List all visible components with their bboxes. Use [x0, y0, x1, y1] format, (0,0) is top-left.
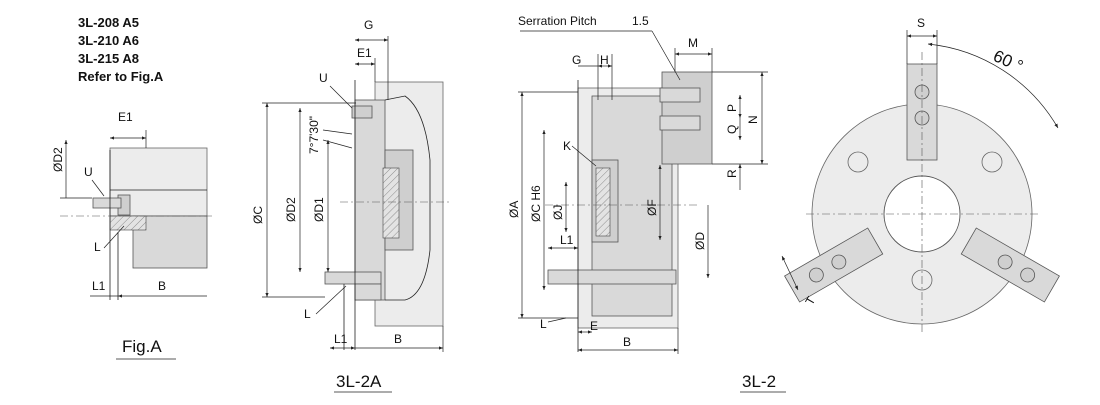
fig-a-section: [109, 215, 147, 231]
fig-a-l-label: L: [94, 240, 101, 254]
view-2a-l-label: L: [304, 307, 311, 321]
fig-a-e1-label: E1: [118, 110, 133, 124]
fig-a-d2-label: ØD2: [51, 147, 65, 172]
model-notes: 3L-208 A5 3L-210 A6 3L-215 A8 Refer to F…: [78, 15, 164, 84]
view-2-bolt: [547, 269, 677, 285]
view-2a-top-bolt: [351, 105, 373, 119]
view-2a-chuck: [354, 99, 386, 301]
view-3l-2a: G E1 U 7°7'30" ØC ØD2 ØD1 L L1 B 3L-2A: [251, 18, 450, 393]
view-2a-angle-label: 7°7'30": [307, 116, 321, 154]
view-2a-bolt: [324, 271, 382, 285]
model-note-2: 3L-210 A6: [78, 33, 139, 48]
serration-pitch-value: 1.5: [632, 14, 649, 28]
fig-a-u-label: U: [84, 165, 93, 179]
view-2-h-label: H: [600, 53, 609, 67]
fig-a-caption: Fig.A: [122, 337, 162, 356]
model-note-3: 3L-215 A8: [78, 51, 139, 66]
front-s-label: S: [917, 16, 925, 30]
view-2-n-label: N: [746, 115, 760, 124]
view-2-q-label: Q: [725, 125, 739, 134]
view-2a-d1-label: ØD1: [312, 197, 326, 222]
model-note-1: 3L-208 A5: [78, 15, 139, 30]
view-2-c-h6-label: ØC H6: [529, 185, 543, 222]
mount-hole-2: [981, 151, 1003, 173]
fig-a-l1-label: L1: [92, 279, 106, 293]
view-2-e-label: E: [590, 319, 598, 333]
view-2a-caption: 3L-2A: [336, 372, 382, 391]
view-2a-g-label: G: [364, 18, 373, 32]
view-2a-u-label: U: [319, 71, 328, 85]
serration-label: Serration Pitch: [518, 14, 597, 28]
view-2-p-label: P: [725, 104, 739, 112]
view-2a-c-label: ØC: [251, 206, 265, 224]
view-3l-2: Serration Pitch 1.5 G H M N P Q R K ØA Ø…: [507, 14, 786, 393]
refer-note: Refer to Fig.A: [78, 69, 164, 84]
view-2-caption: 3L-2: [742, 372, 776, 391]
view-2-g-label: G: [572, 53, 581, 67]
fig-a-b-label: B: [158, 279, 166, 293]
mount-hole-1: [847, 151, 869, 173]
view-2a-section: [382, 167, 400, 239]
front-view: S 60 ° T: [781, 16, 1060, 334]
view-2-f-label: ØF: [645, 199, 659, 216]
view-2-b-label: B: [623, 335, 631, 349]
view-2a-d2-label: ØD2: [284, 197, 298, 222]
view-2a-e1-label: E1: [357, 46, 372, 60]
jaw-left: [784, 227, 884, 303]
view-2-k-label: K: [563, 139, 571, 153]
jaw-right: [960, 227, 1060, 303]
view-2-a-label: ØA: [507, 201, 521, 218]
view-2a-l1-label: L1: [334, 332, 348, 346]
view-2-l1-label: L1: [560, 233, 574, 247]
view-2-l-label: L: [540, 317, 547, 331]
fig-a-view: ØD2 E1 U L L1 B Fig.A: [51, 110, 215, 360]
view-2-m-label: M: [688, 36, 698, 50]
view-2-j-label: ØJ: [551, 205, 565, 220]
view-2a-b-label: B: [394, 332, 402, 346]
view-2-r-label: R: [725, 169, 739, 178]
view-2-d-label: ØD: [693, 232, 707, 250]
front-angle-label: 60 °: [990, 46, 1026, 76]
fig-a-pin: [92, 197, 122, 209]
